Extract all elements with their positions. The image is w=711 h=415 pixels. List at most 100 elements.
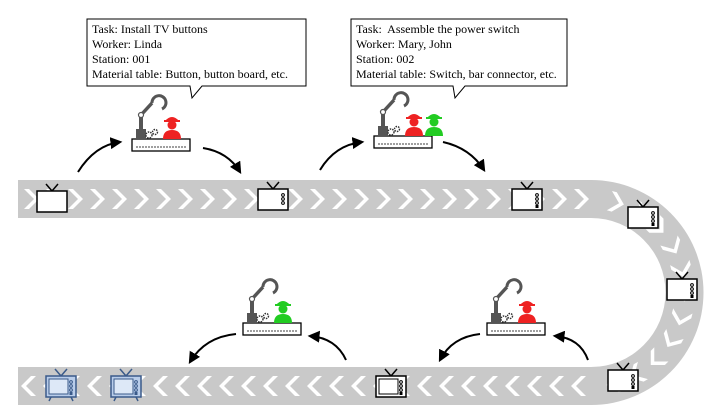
chevron-icon	[263, 376, 278, 396]
chevron-icon	[175, 376, 190, 396]
chevron-icon	[670, 259, 691, 277]
worker-icon	[405, 114, 423, 136]
chevron-icon	[288, 189, 303, 209]
chevron-icon	[310, 189, 325, 209]
curved-arrow-icon	[319, 137, 365, 171]
chevron-icon	[219, 376, 234, 396]
gear-icon	[256, 315, 264, 323]
robot-arm-icon	[247, 278, 279, 323]
chevron-icon	[285, 376, 300, 396]
gear-icon	[387, 128, 395, 136]
material-table	[242, 322, 302, 336]
gear-icon	[393, 125, 401, 133]
tv-icon	[45, 368, 77, 402]
chevron-icon	[552, 189, 567, 209]
chevron-icon	[200, 189, 215, 209]
belt-curve-segment	[591, 180, 704, 405]
curved-arrow-icon	[77, 137, 123, 173]
robot-arm-icon	[491, 278, 523, 323]
chevron-icon	[376, 189, 391, 209]
curved-arrow-icon	[307, 330, 347, 361]
worker-icon	[163, 117, 181, 139]
tv-units	[36, 181, 698, 402]
robot-arm-icon	[136, 94, 168, 139]
workstation	[131, 94, 191, 152]
curved-arrow-icon	[442, 141, 486, 173]
chevron-icon	[486, 189, 501, 209]
chevron-icon	[464, 189, 479, 209]
chevron-icon	[307, 376, 322, 396]
curved-arrow-icon	[438, 333, 481, 363]
chevron-icon	[241, 376, 256, 396]
callout-box	[350, 18, 568, 100]
chevron-icon	[461, 376, 476, 396]
tv-icon	[257, 181, 289, 211]
chevron-icon	[351, 376, 366, 396]
tv-icon	[666, 271, 698, 301]
chevron-icon	[222, 189, 237, 209]
chevron-icon	[606, 190, 624, 212]
tv-icon	[607, 362, 639, 392]
chevron-icon	[571, 376, 586, 396]
tv-icon	[511, 181, 543, 211]
chevron-icon	[21, 376, 36, 396]
conveyor-belt	[18, 180, 704, 405]
process-arrows	[77, 137, 589, 365]
chevron-icon	[68, 189, 83, 209]
material-table	[131, 138, 191, 152]
curved-arrow-icon	[552, 330, 589, 361]
chevron-icon	[663, 329, 684, 348]
worker-icon	[274, 301, 292, 323]
chevron-icon	[398, 189, 413, 209]
chevron-icon	[112, 189, 127, 209]
chevron-icon	[332, 189, 347, 209]
chevron-icon	[574, 189, 589, 209]
robot-arm-icon	[378, 91, 410, 136]
belt-top-segment	[18, 180, 591, 218]
material-table	[373, 135, 433, 149]
worker-icon	[425, 114, 443, 136]
chevron-icon	[549, 376, 564, 396]
curved-arrow-icon	[202, 147, 242, 175]
gear-icon	[500, 315, 508, 323]
chevron-icon	[153, 376, 168, 396]
chevron-icon	[24, 189, 39, 209]
chevron-icon	[156, 189, 171, 209]
workstation	[242, 278, 302, 336]
chevron-icon	[354, 189, 369, 209]
workstation	[486, 278, 546, 336]
chevron-icon	[197, 376, 212, 396]
chevron-icon	[505, 376, 520, 396]
chevron-icon	[244, 189, 259, 209]
chevron-icon	[527, 376, 542, 396]
chevron-icon	[442, 189, 457, 209]
curved-arrow-icon	[188, 333, 237, 365]
tv-icon	[36, 183, 68, 213]
tv-icon	[110, 368, 142, 402]
tv-icon	[375, 368, 407, 398]
tv-icon	[627, 199, 659, 229]
material-table	[486, 322, 546, 336]
chevron-icon	[134, 189, 149, 209]
chevron-icon	[87, 376, 102, 396]
gear-icon	[506, 312, 514, 320]
worker-icon	[518, 301, 536, 323]
chevron-icon	[417, 376, 432, 396]
chevron-icon	[671, 308, 693, 326]
chevron-icon	[483, 376, 498, 396]
gear-icon	[262, 312, 270, 320]
chevron-icon	[90, 189, 105, 209]
callout-boxes	[86, 18, 568, 100]
gear-icon	[145, 131, 153, 139]
workstations	[131, 91, 546, 336]
callout-box	[86, 18, 307, 100]
chevron-icon	[178, 189, 193, 209]
chevron-icon	[420, 189, 435, 209]
gear-icon	[151, 128, 159, 136]
chevron-icon	[439, 376, 454, 396]
chevron-icon	[329, 376, 344, 396]
belt-chevrons	[21, 189, 695, 396]
chevron-icon	[660, 235, 681, 254]
workstation	[373, 91, 443, 149]
